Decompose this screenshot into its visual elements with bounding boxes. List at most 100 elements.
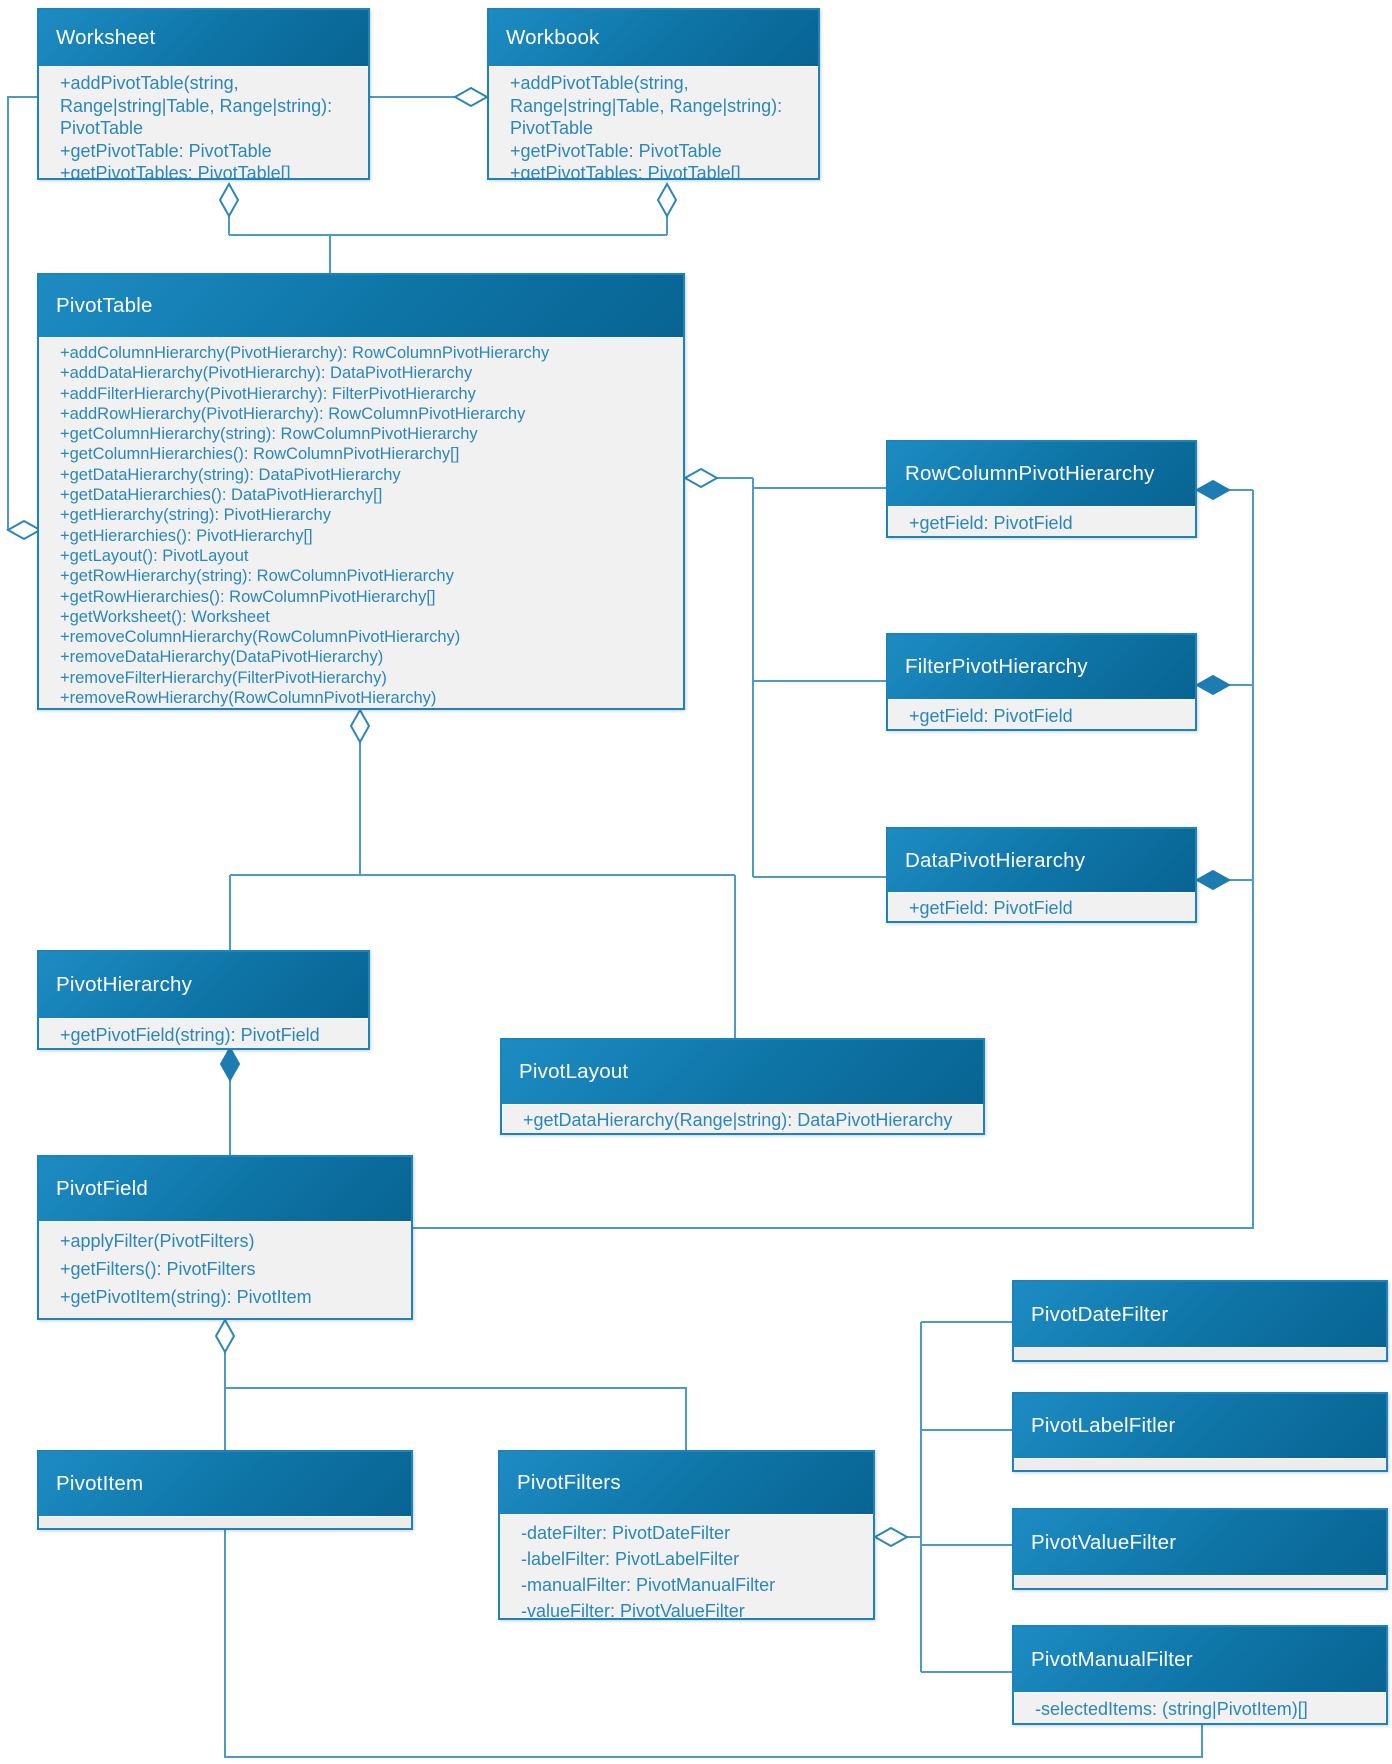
class-title-pivothierarchy: PivotHierarchy <box>56 973 193 996</box>
member-line: +removeColumnHierarchy(RowColumnPivotHie… <box>60 628 461 647</box>
class-pivotvaluefilter[interactable]: PivotValueFilter <box>1012 1508 1388 1590</box>
member-line: +addFilterHierarchy(PivotHierarchy): Fil… <box>60 384 476 403</box>
class-workbook[interactable]: Workbook +addPivotTable(string,Range|stri… <box>487 8 820 180</box>
connector-worksheet-to-pivottable-left-loop <box>7 96 37 530</box>
class-pivotfilters[interactable]: PivotFilters -dateFilter: PivotDateFilter… <box>498 1450 875 1620</box>
class-pivothierarchy[interactable]: PivotHierarchy +getPivotField(string): Pi… <box>37 950 370 1050</box>
member-line: -labelFilter: PivotLabelFilter <box>521 1549 740 1569</box>
class-members-workbook: +addPivotTable(string,Range|string|Table… <box>489 66 818 178</box>
class-title-pivotfilters: PivotFilters <box>517 1471 621 1494</box>
aggregation-diamond-pivottable-aggregates-children <box>349 707 371 745</box>
class-title-pivotitem: PivotItem <box>56 1472 144 1495</box>
class-members-pivotdatefilter <box>1014 1347 1386 1360</box>
member-line: +addRowHierarchy(PivotHierarchy): RowCol… <box>60 404 526 423</box>
class-pivotmanualfilter[interactable]: PivotManualFilter -selectedItems: (string… <box>1012 1625 1388 1725</box>
class-title-workbook: Workbook <box>506 26 600 49</box>
class-worksheet[interactable]: Worksheet +addPivotTable(string,Range|str… <box>37 8 370 180</box>
member-line: -valueFilter: PivotValueFilter <box>521 1601 745 1618</box>
composition-diamond-filter-composes-pivotfield <box>1194 674 1232 696</box>
member-line: +getDataHierarchy(string): DataPivotHier… <box>60 465 401 484</box>
member-line: Range|string|Table, Range|string): <box>60 95 333 116</box>
class-members-pivothierarchy: +getPivotField(string): PivotField <box>39 1018 368 1048</box>
aggregation-diamond-pivottable-aggregates-hierarchies <box>682 467 720 489</box>
member-line: +getFilters(): PivotFilters <box>60 1259 256 1279</box>
connector-pivotfield-to-pivotfilters <box>225 1387 687 1450</box>
composition-diamond-rowcolumn-composes-pivotfield <box>1194 479 1232 501</box>
member-line: +getColumnHierarchy(string): RowColumnPi… <box>60 425 478 444</box>
member-line: +getPivotTables: PivotTable[] <box>60 163 291 178</box>
member-line: Range|string|Table, Range|string): <box>510 95 783 116</box>
member-line: +removeDataHierarchy(DataPivotHierarchy) <box>60 648 384 667</box>
class-title-pivotlayout: PivotLayout <box>519 1060 629 1083</box>
connector-pivotitem-to-pivotmanualfilter <box>224 1530 1203 1758</box>
class-members-pivotitem <box>39 1516 411 1528</box>
member-line: +getHierarchy(string): PivotHierarchy <box>60 506 331 525</box>
aggregation-diamond-pivotfilters-aggregates-filters <box>872 1526 910 1548</box>
member-line: +getHierarchies(): PivotHierarchy[] <box>60 526 313 545</box>
class-filterpivothierarchy[interactable]: FilterPivotHierarchy +getField: PivotFiel… <box>886 633 1197 731</box>
member-line: +getPivotField(string): PivotField <box>60 1024 320 1045</box>
class-pivotitem[interactable]: PivotItem <box>37 1450 413 1530</box>
member-line: +getField: PivotField <box>909 512 1073 533</box>
class-title-pivotdatefilter: PivotDateFilter <box>1031 1302 1169 1326</box>
aggregation-diamond-worksheet-aggregates-pivottable <box>218 181 240 219</box>
member-line: +getPivotTables: PivotTable[] <box>510 163 741 178</box>
class-pivotlayout[interactable]: PivotLayout +getDataHierarchy(Range|strin… <box>500 1038 985 1135</box>
aggregation-diamond-workbook-aggregates-worksheet <box>452 86 490 108</box>
member-line: -selectedItems: (string|PivotItem)[] <box>1035 1699 1308 1719</box>
class-title-pivottable: PivotTable <box>56 294 153 317</box>
member-line: +addDataHierarchy(PivotHierarchy): DataP… <box>60 364 473 383</box>
class-rowcolumnpivothierarchy[interactable]: RowColumnPivotHierarchy +getField: PivotF… <box>886 440 1197 538</box>
class-title-pivotfield: PivotField <box>56 1177 149 1200</box>
member-line: PivotTable <box>510 118 594 138</box>
class-members-pivotfilters: -dateFilter: PivotDateFilter -labelFilter… <box>500 1514 873 1618</box>
member-line: PivotTable <box>60 118 144 138</box>
aggregation-diamond-pivotfield-aggregates-items-filters <box>214 1317 236 1355</box>
member-line: +removeRowHierarchy(RowColumnPivotHierar… <box>60 689 437 708</box>
class-members-pivotmanualfilter: -selectedItems: (string|PivotItem)[] <box>1014 1692 1386 1723</box>
class-pivotfield[interactable]: PivotField+applyFilter(PivotFilters)+get… <box>37 1155 413 1320</box>
class-members-filterpivothierarchy: +getField: PivotField <box>888 699 1195 729</box>
member-line: +getPivotItem(string): PivotItem <box>60 1287 312 1307</box>
composition-diamond-data-composes-pivotfield <box>1194 869 1232 891</box>
connector-hierarchies-to-pivotfield <box>413 490 1254 1229</box>
class-datapivothierarchy[interactable]: DataPivotHierarchy +getField: PivotField <box>886 827 1197 923</box>
member-line: +getPivotTable: PivotTable <box>60 140 272 161</box>
class-members-pivottable: +addColumnHierarchy(PivotHierarchy): Row… <box>39 337 683 708</box>
member-line: +getDataHierarchies(): DataPivotHierarch… <box>60 486 383 505</box>
class-title-pivotvaluefilter: PivotValueFilter <box>1031 1530 1177 1554</box>
aggregation-diamond-workbook-aggregates-pivottable <box>656 181 678 219</box>
member-line: -manualFilter: PivotManualFilter <box>521 1575 776 1595</box>
member-line: +addPivotTable(string, <box>60 73 239 93</box>
member-line: +addColumnHierarchy(PivotHierarchy): Row… <box>60 344 550 362</box>
class-title-pivotlabelfitler: PivotLabelFitler <box>1031 1414 1176 1437</box>
class-pivotlabelfitler[interactable]: PivotLabelFitler <box>1012 1392 1388 1472</box>
member-line: +getField: PivotField <box>909 705 1073 726</box>
member-line: +getDataHierarchy(Range|string): DataPiv… <box>523 1110 953 1130</box>
class-title-pivotmanualfilter: PivotManualFilter <box>1031 1647 1193 1671</box>
member-line: +getColumnHierarchies(): RowColumnPivotH… <box>60 445 460 464</box>
class-pivottable[interactable]: PivotTable +addColumnHierarchy(PivotHiera… <box>37 273 685 710</box>
class-title-filterpivothierarchy: FilterPivotHierarchy <box>905 655 1088 678</box>
class-members-worksheet: +addPivotTable(string,Range|string|Table… <box>39 66 368 178</box>
member-line: +addPivotTable(string, <box>510 73 689 93</box>
class-members-pivotvaluefilter <box>1014 1575 1386 1588</box>
member-line: +getLayout(): PivotLayout <box>60 546 249 565</box>
aggregation-diamond-pivottable-aggregates-worksheet <box>5 519 43 541</box>
member-line: -dateFilter: PivotDateFilter <box>521 1523 731 1543</box>
class-title-rowcolumnpivothierarchy: RowColumnPivotHierarchy <box>905 462 1155 485</box>
member-line: +getWorksheet(): Worksheet <box>60 607 270 626</box>
class-title-worksheet: Worksheet <box>56 26 156 49</box>
class-title-datapivothierarchy: DataPivotHierarchy <box>905 848 1086 872</box>
class-members-pivotlayout: +getDataHierarchy(Range|string): DataPiv… <box>502 1104 983 1133</box>
class-pivotdatefilter[interactable]: PivotDateFilter <box>1012 1280 1388 1362</box>
member-line: +getField: PivotField <box>909 898 1073 918</box>
class-members-datapivothierarchy: +getField: PivotField <box>888 892 1195 921</box>
class-members-pivotlabelfitler <box>1014 1458 1386 1470</box>
member-line: +getRowHierarchies(): RowColumnPivotHier… <box>60 587 436 606</box>
class-members-rowcolumnpivothierarchy: +getField: PivotField <box>888 506 1195 536</box>
member-line: +getRowHierarchy(string): RowColumnPivot… <box>60 567 454 586</box>
member-line: +getPivotTable: PivotTable <box>510 140 722 161</box>
member-line: +removeFilterHierarchy(FilterPivotHierar… <box>60 668 387 687</box>
